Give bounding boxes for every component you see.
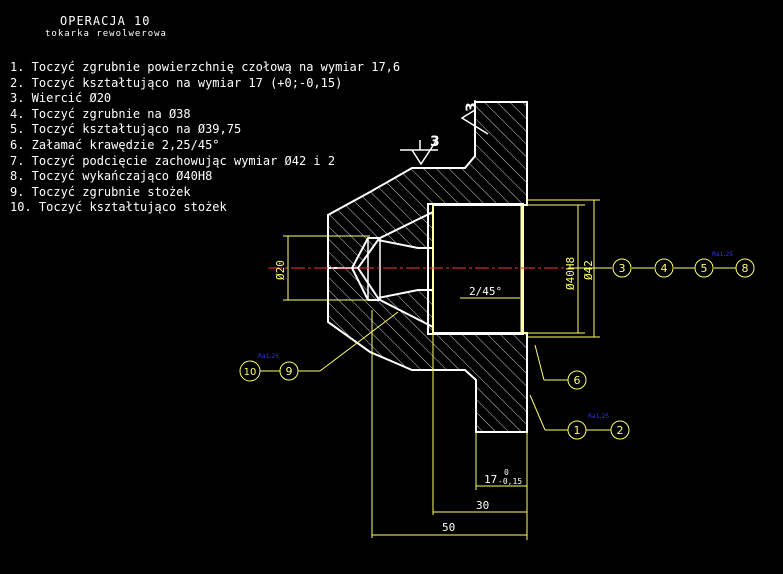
drawing-subtitle: tokarka rewolwerowa — [45, 29, 167, 39]
dimension-17-label: 17 — [484, 473, 497, 486]
operation-step-7: 7. Toczyć podcięcie zachowując wymiar Ø4… — [10, 153, 336, 168]
operation-step-4: 4. Toczyć zgrubnie na Ø38 — [10, 106, 191, 121]
roughness-small-label-3: Ra1,25 — [258, 353, 279, 360]
dimension-d20-label: Ø20 — [274, 260, 287, 280]
callout-balloon-10: 10 — [239, 360, 261, 382]
operation-step-6: 6. Załamać krawędzie 2,25/45° — [10, 137, 220, 152]
dimension-d20 — [283, 235, 370, 301]
callout-leaders — [260, 267, 736, 431]
callout-balloon-8: 8 — [735, 258, 755, 278]
roughness-right-value: 3 — [464, 102, 480, 112]
svg-text:9: 9 — [286, 365, 293, 378]
callout-balloon-4: 4 — [654, 258, 674, 278]
operation-step-2: 2. Toczyć kształtująco na wymiar 17 (+0;… — [10, 75, 343, 90]
svg-text:4: 4 — [661, 262, 668, 275]
roughness-symbol-right — [460, 100, 489, 140]
callout-balloon-2: 2 — [610, 420, 630, 440]
operation-step-5: 5. Toczyć kształtująco na Ø39,75 — [10, 122, 242, 137]
dimension-lengths — [371, 310, 528, 540]
roughness-small-label-2: Ra1,25 — [588, 413, 609, 420]
dimension-30-label: 30 — [476, 499, 489, 512]
roughness-top-value: 3 — [430, 134, 440, 150]
operation-step-1: 1. Toczyć zgrubnie powierzchnię czołową … — [10, 60, 401, 74]
dimension-17-upper-tol: 0 — [504, 468, 509, 477]
dimension-d40h8-label: Ø40H8 — [564, 257, 577, 290]
operation-step-8: 8. Toczyć wykańczająco Ø40H8 — [10, 169, 213, 184]
svg-text:8: 8 — [742, 262, 749, 275]
svg-text:2: 2 — [617, 424, 624, 437]
roughness-symbol-top — [400, 137, 439, 166]
drawing-title: OPERACJA 10 — [60, 14, 151, 28]
roughness-small-label-1: Ra1,25 — [712, 251, 733, 258]
dimension-50-label: 50 — [442, 521, 455, 534]
svg-text:3: 3 — [619, 262, 626, 275]
svg-text:10: 10 — [244, 367, 257, 378]
callout-balloon-5: 5 — [694, 258, 714, 278]
dimension-17-lower-tol: -0,15 — [498, 477, 522, 486]
callout-balloon-9: 9 — [279, 361, 299, 381]
svg-text:1: 1 — [574, 424, 581, 437]
callout-balloon-6: 6 — [567, 370, 587, 390]
svg-text:5: 5 — [701, 262, 708, 275]
operation-step-10: 10. Toczyć kształtująco stożek — [10, 200, 227, 215]
callout-balloon-1: 1 — [567, 420, 587, 440]
part-section-upper — [327, 101, 528, 269]
dimension-d42-label: Ø42 — [582, 260, 595, 280]
operation-step-9: 9. Toczyć zgrubnie stożek — [10, 184, 191, 199]
operation-step-3: 3. Wiercić Ø20 — [10, 91, 112, 106]
callout-balloon-3: 3 — [612, 258, 632, 278]
svg-text:6: 6 — [574, 374, 581, 387]
bore-outline — [427, 203, 524, 335]
operations-list: 1. Toczyć zgrubnie powierzchnię czołową … — [10, 60, 400, 216]
chamfer-label: 2/45° — [469, 285, 502, 298]
